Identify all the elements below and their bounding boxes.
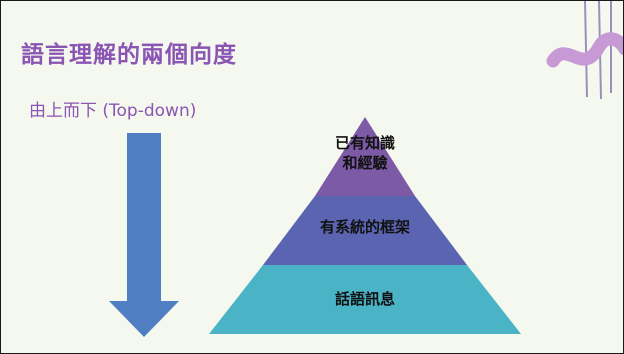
slide-subtitle: 由上而下 (Top-down) [29,101,197,121]
deco-wave [546,32,623,68]
deco-bar-left [584,1,588,98]
pyramid-tier-bottom [209,265,521,334]
knowledge-pyramid: 已有知識 和經驗 有系統的框架 話語訊息 [209,117,521,337]
pyramid-tier-middle [263,196,467,265]
slide-title: 語言理解的兩個向度 [21,42,237,68]
pyramid-top-label-line-2: 和經驗 [342,154,388,173]
pyramid-tier-top [315,117,415,196]
pyramid-middle-label: 有系統的框架 [319,218,410,236]
down-arrow-icon [109,133,179,337]
pyramid-bottom-label: 話語訊息 [334,290,395,308]
purple-wave-bars-icon [546,1,623,100]
pyramid-top-label-line-1: 已有知識 [334,134,395,152]
pyramid-shape [209,117,521,334]
down-arrow-shape [109,133,179,337]
pyramid-top-label: 已有知識 和經驗 [209,133,521,174]
